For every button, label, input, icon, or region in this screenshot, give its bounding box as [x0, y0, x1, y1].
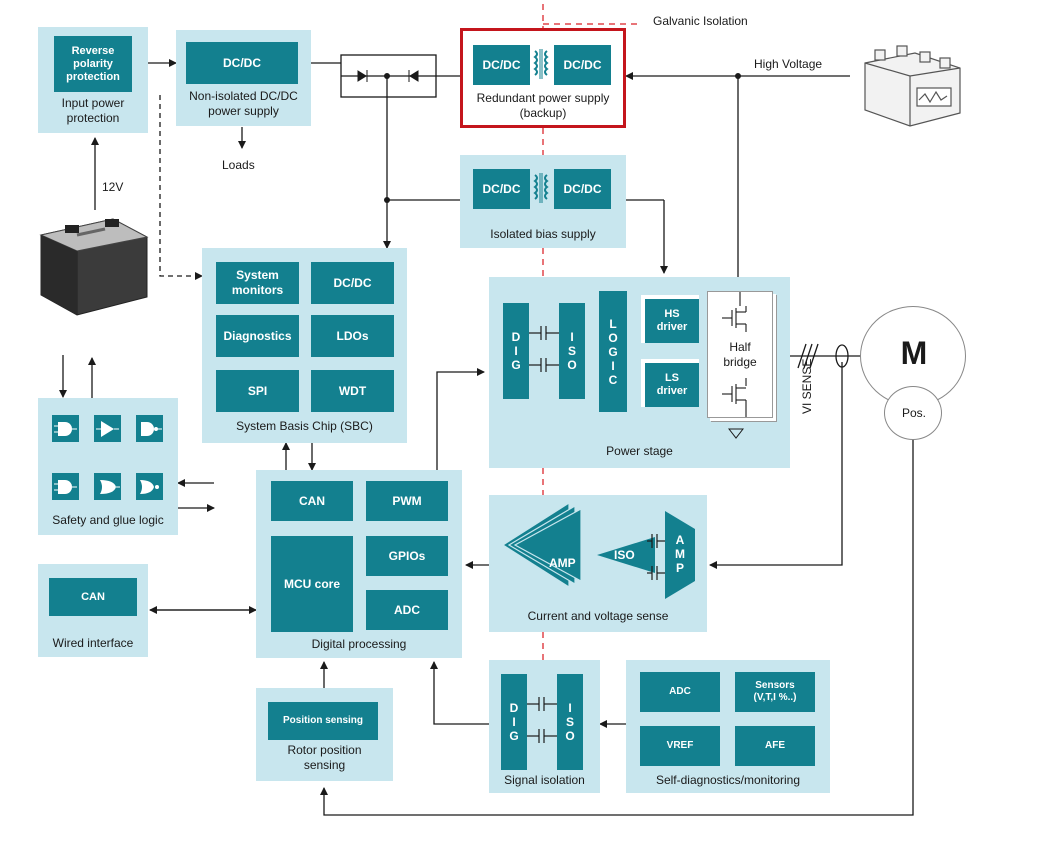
amplifier-icons — [501, 501, 695, 599]
capacitor-icon — [529, 323, 559, 379]
diode-symbols — [357, 70, 419, 82]
vref-block: VREF — [640, 726, 720, 766]
safety-panel: Safety and glue logic — [38, 398, 178, 535]
input-power-caption: Input power protection — [61, 96, 125, 125]
buffer-gate-icon — [94, 415, 121, 442]
redundant-dcdc-right: DC/DC — [554, 45, 611, 85]
power-dig-block: D I G — [503, 303, 529, 399]
sense-panel: AMP ISO A M P Current and voltage sense — [489, 495, 707, 632]
half-bridge-block: Half bridge — [707, 291, 773, 418]
transformer-icon — [533, 49, 549, 81]
wired-can-block: CAN — [49, 578, 137, 616]
vi-sense-label: VI SENSE — [800, 358, 814, 414]
power-stage-panel: D I G I S O L O G I C HS driver LS drive… — [489, 277, 790, 468]
logic-block: L O G I C — [599, 291, 627, 412]
wired-panel: CAN Wired interface — [38, 564, 148, 657]
and-gate-icon — [52, 415, 79, 442]
signal-iso-block: I S O — [557, 674, 583, 770]
sense-amp-left-label: AMP — [549, 556, 576, 570]
12v-label: 12V — [102, 180, 124, 194]
pwm-block: PWM — [366, 481, 448, 521]
spi-block: SPI — [216, 370, 299, 412]
digital-adc-block: ADC — [366, 590, 448, 630]
transformer-icon — [533, 173, 549, 205]
signal-dig-label: D I G — [509, 701, 519, 743]
bias-caption: Isolated bias supply — [490, 227, 596, 241]
digital-can-block: CAN — [271, 481, 353, 521]
rotor-caption: Rotor position sensing — [287, 743, 362, 772]
position-sensing-block: Position sensing — [268, 702, 378, 740]
signal-iso-panel: D I G I S O Signal isolation — [489, 660, 600, 793]
high-voltage-label: High Voltage — [754, 57, 823, 71]
galvanic-isolation-label: Galvanic Isolation — [653, 14, 748, 28]
gpios-block: GPIOs — [366, 536, 448, 576]
ground-icon — [727, 427, 745, 439]
bias-dcdc-right: DC/DC — [554, 169, 611, 209]
logic-label: L O G I C — [608, 316, 618, 387]
redundant-dcdc-left: DC/DC — [473, 45, 530, 85]
nand-gate-icon — [136, 415, 163, 442]
loads-label: Loads — [222, 158, 255, 172]
power-dig-label: D I G — [511, 330, 521, 372]
safety-caption: Safety and glue logic — [52, 513, 164, 527]
digital-panel: CAN PWM MCU core GPIOs ADC Digital proce… — [256, 470, 462, 658]
bias-dcdc-left: DC/DC — [473, 169, 530, 209]
power-stage-caption: Power stage — [606, 444, 673, 458]
power-iso-block: I S O — [559, 303, 585, 399]
selfdiag-panel: ADC Sensors (V,T,I %..) VREF AFE Self-di… — [626, 660, 830, 793]
sense-iso-label: ISO — [614, 548, 635, 562]
nor-gate-icon — [136, 473, 163, 500]
hs-driver-block: HS driver — [641, 295, 699, 343]
sbc-dcdc-block: DC/DC — [311, 262, 394, 304]
bias-panel: DC/DC DC/DC Isolated bias supply — [460, 155, 626, 248]
reverse-polarity-block: Reverse polarity protection — [54, 36, 132, 92]
selfdiag-adc-block: ADC — [640, 672, 720, 712]
power-iso-label: I S O — [567, 330, 577, 372]
capacitor-icon — [527, 694, 557, 750]
sbc-caption: System Basis Chip (SBC) — [236, 419, 373, 433]
half-bridge-label: Half bridge — [723, 340, 757, 369]
position-sensor-circle: Pos. — [884, 386, 942, 440]
system-monitors-block: System monitors — [216, 262, 299, 304]
diode-or-box — [340, 54, 437, 98]
signal-iso-label: I S O — [565, 701, 575, 743]
nonisolated-dcdc-block: DC/DC — [186, 42, 298, 84]
selfdiag-caption: Self-diagnostics/monitoring — [655, 773, 801, 787]
input-power-panel: Reverse polarity protection Input power … — [38, 27, 148, 133]
or-gate-icon — [94, 473, 121, 500]
sensors-block: Sensors (V,T,I %..) — [735, 672, 815, 712]
mosfet-icon — [722, 292, 747, 417]
redundant-caption: Redundant power supply (backup) — [476, 91, 610, 120]
motor-label: M — [900, 335, 928, 371]
sense-caption: Current and voltage sense — [527, 609, 669, 623]
wdt-block: WDT — [311, 370, 394, 412]
high-voltage-battery-icon — [855, 38, 975, 128]
position-sensor-label: Pos. — [901, 406, 926, 420]
afe-block: AFE — [735, 726, 815, 766]
signal-iso-caption: Signal isolation — [504, 773, 585, 787]
redundant-panel: DC/DC DC/DC Redundant power supply (back… — [460, 28, 626, 128]
rotor-panel: Position sensing Rotor position sensing — [256, 688, 393, 781]
mcu-core-block: MCU core — [271, 536, 353, 632]
signal-dig-block: D I G — [501, 674, 527, 770]
diagnostics-block: Diagnostics — [216, 315, 299, 357]
sense-amp-right-label: A M P — [675, 533, 685, 575]
wired-caption: Wired interface — [52, 636, 134, 650]
nonisolated-panel: DC/DC Non-isolated DC/DC power supply — [176, 30, 311, 126]
and-gate-icon — [52, 473, 79, 500]
car-battery-icon — [35, 205, 153, 320]
ldos-block: LDOs — [311, 315, 394, 357]
digital-caption: Digital processing — [311, 637, 407, 651]
nonisolated-caption: Non-isolated DC/DC power supply — [189, 89, 298, 118]
ls-driver-block: LS driver — [641, 359, 699, 407]
sbc-panel: System monitors DC/DC Diagnostics LDOs S… — [202, 248, 407, 443]
